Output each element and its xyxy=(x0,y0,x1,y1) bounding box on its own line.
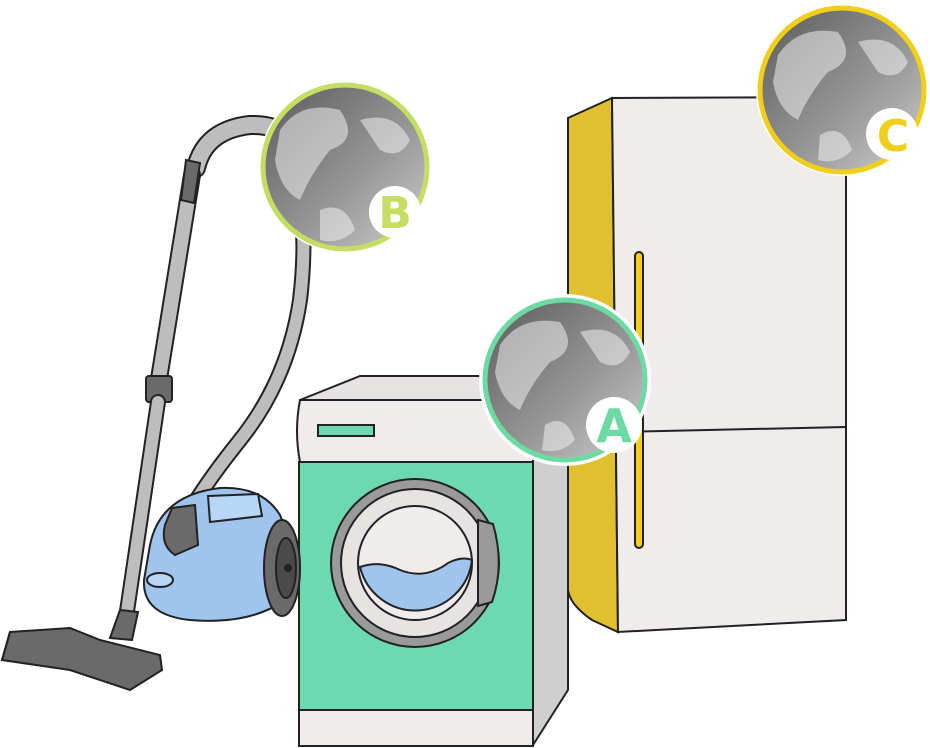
badge-letter-b: B xyxy=(378,188,412,239)
badge-letter-a: A xyxy=(596,399,632,453)
badge-b: B xyxy=(259,81,431,253)
refrigerator-icon xyxy=(567,95,847,634)
vacuum-cleaner-icon xyxy=(0,114,312,692)
badge-a: A xyxy=(479,294,651,466)
badge-c: C xyxy=(756,4,928,176)
badge-letter-c: C xyxy=(877,111,909,162)
